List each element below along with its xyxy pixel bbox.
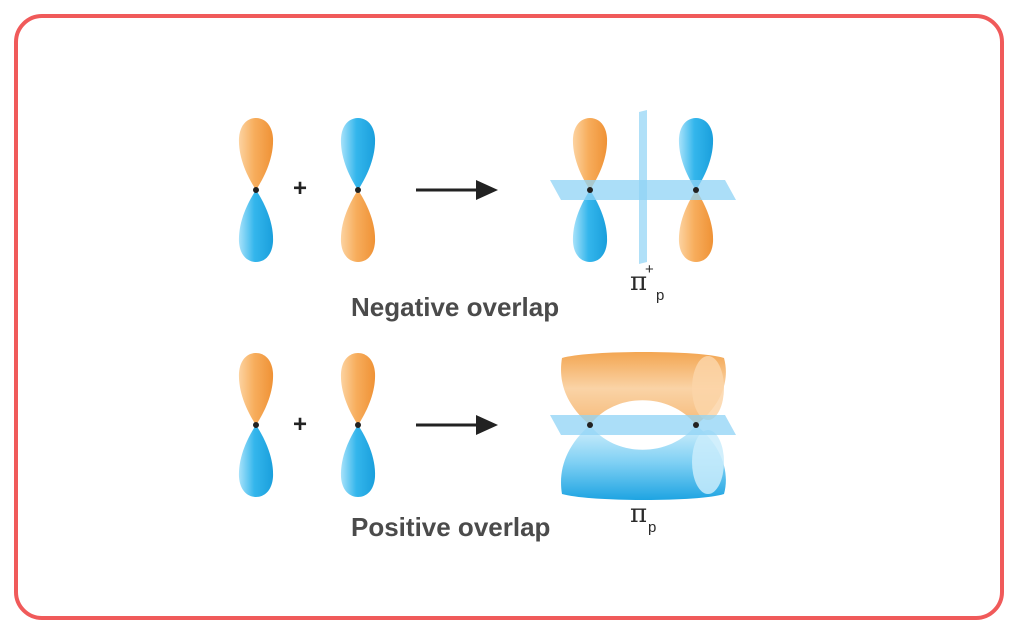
- upper-lobe-end-cap: [692, 356, 724, 420]
- top-p-orbital-right: [340, 118, 376, 262]
- orange-lobe-down: [678, 190, 714, 262]
- bottom-p-orbital-right: [340, 353, 376, 497]
- top-row: +: [238, 110, 736, 322]
- nucleus-dot: [253, 422, 259, 428]
- horizontal-nodal-plane: [550, 415, 736, 435]
- top-p-orbital-left: [238, 118, 274, 262]
- pi-symbol: π: [630, 499, 647, 529]
- pi-symbol: π: [630, 267, 647, 297]
- orange-lobe-up: [340, 353, 376, 425]
- blue-lobe-down: [340, 425, 376, 497]
- symbol-subscript: p: [648, 519, 656, 536]
- blue-lobe-down: [238, 190, 274, 262]
- orange-lobe-up: [238, 118, 274, 190]
- reaction-arrow: [416, 415, 498, 435]
- blue-lobe-up: [340, 118, 376, 190]
- nucleus-dot: [693, 187, 699, 193]
- nucleus-dot: [693, 422, 699, 428]
- antibonding-orbital: [550, 110, 736, 264]
- symbol-subscript: p: [656, 287, 664, 304]
- lower-lobe-end-cap: [692, 430, 724, 494]
- vertical-nodal-plane: [639, 110, 647, 264]
- orange-lobe-up: [572, 118, 608, 190]
- blue-lobe-up: [678, 118, 714, 190]
- reaction-arrow: [416, 180, 498, 200]
- nucleus-dot: [587, 187, 593, 193]
- antibonding-symbol: π + p: [630, 261, 664, 304]
- figure-frame: [14, 14, 1004, 620]
- blue-lobe-down: [238, 425, 274, 497]
- negative-overlap-caption: Negative overlap: [351, 292, 559, 322]
- upper-orange-lobe: [561, 352, 726, 425]
- bottom-row: + π p Positive overlap: [238, 352, 736, 542]
- orange-lobe-up: [238, 353, 274, 425]
- orange-lobe-down: [340, 190, 376, 262]
- lower-blue-lobe: [561, 425, 726, 500]
- plus-sign: +: [293, 411, 307, 438]
- blue-lobe-down: [572, 190, 608, 262]
- bonding-symbol: π p: [630, 499, 656, 536]
- bonding-orbital: [550, 352, 736, 500]
- bottom-p-orbital-left: [238, 353, 274, 497]
- symbol-superscript: +: [645, 261, 654, 278]
- nucleus-dot: [587, 422, 593, 428]
- nucleus-dot: [355, 187, 361, 193]
- nucleus-dot: [355, 422, 361, 428]
- nucleus-dot: [253, 187, 259, 193]
- plus-sign: +: [293, 175, 307, 202]
- positive-overlap-caption: Positive overlap: [351, 512, 550, 542]
